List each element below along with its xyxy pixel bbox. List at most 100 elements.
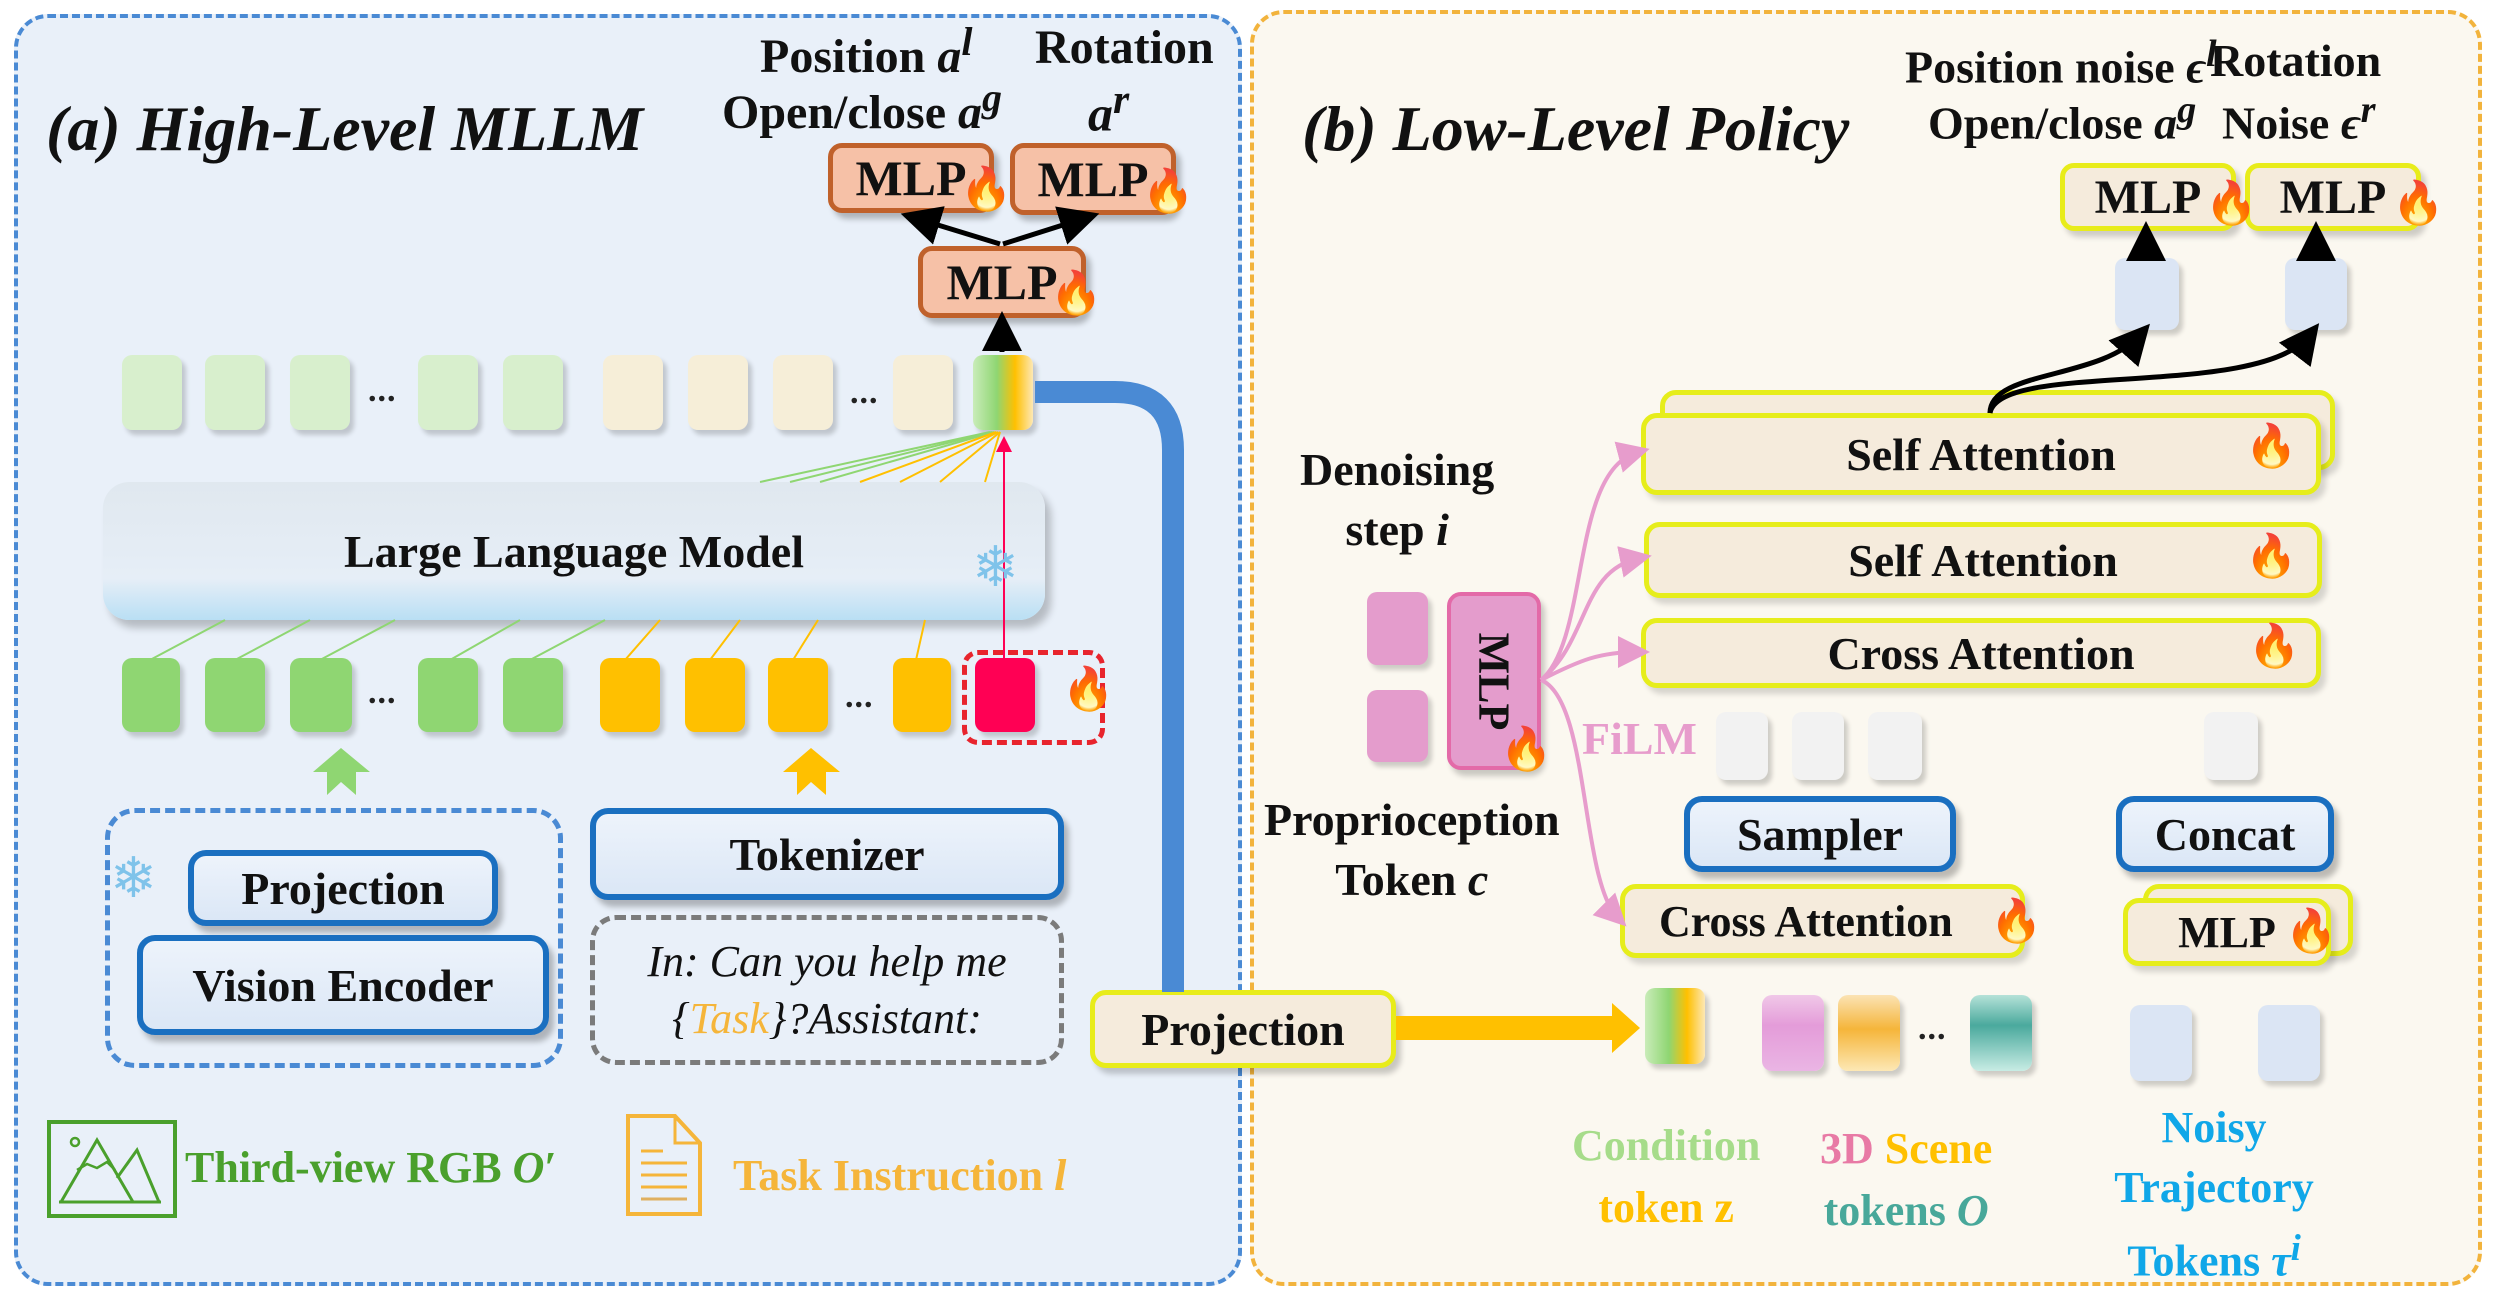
fire-icon: 🔥	[960, 164, 1013, 213]
sampler-block: Sampler	[1684, 796, 1956, 872]
mlp-label: MLP	[855, 150, 967, 206]
mlp-label: MLP	[946, 254, 1058, 310]
denoising-step-token	[1367, 592, 1428, 665]
tokenizer-block: Tokenizer	[590, 808, 1064, 900]
input-vision-token	[122, 658, 180, 732]
output-vision-token	[205, 355, 265, 430]
output-text-token	[603, 355, 663, 430]
vision-projection-block: Projection	[188, 850, 498, 926]
block-label: Self Attention	[1848, 534, 2118, 586]
tokenizer-label: Tokenizer	[729, 828, 925, 880]
self-attention-block-1: Self Attention	[1641, 413, 2321, 495]
prompt-line-1: In: Can you help me	[647, 936, 1007, 986]
position-label-a: Position al	[760, 19, 973, 83]
block-label: Self Attention	[1846, 428, 2116, 480]
mlp-label: MLP	[1037, 151, 1149, 207]
projection-label: Projection	[241, 862, 445, 914]
panel-a-title: (a) High-Level MLLM	[46, 93, 644, 164]
input-vision-token	[503, 658, 563, 732]
output-action-token	[973, 355, 1033, 430]
vision-encoder-block: Vision Encoder	[137, 935, 549, 1035]
conditioning-mlp: MLP	[1447, 592, 1541, 770]
scene-tokens-legend: 3D Scene tokens O	[1820, 1124, 1993, 1235]
fire-icon: 🔥	[2392, 178, 2445, 227]
rotation-symbol-a: ar	[1088, 77, 1130, 142]
noisy-trajectory-token	[2258, 1005, 2320, 1081]
vision-encoder-label: Vision Encoder	[192, 959, 494, 1011]
denoising-step-label: Denoising step i	[1300, 444, 1495, 555]
mlp-position-noise-head: MLP	[2060, 163, 2236, 231]
bridge-projection-block: Projection	[1090, 990, 1396, 1068]
fire-icon: 🔥	[1142, 166, 1195, 215]
scene-token	[1970, 995, 2032, 1071]
task-placeholder: Task	[689, 994, 769, 1043]
output-vision-token	[290, 355, 350, 430]
position-noise-label: Position noise ϵl	[1905, 33, 2217, 93]
document-icon	[625, 1113, 703, 1217]
ellipsis: ...	[850, 374, 879, 411]
concat-block: Concat	[2116, 796, 2334, 872]
mlp-label: MLP	[2094, 170, 2202, 224]
input-vision-token	[205, 658, 265, 732]
condition-token-legend: Condition token z	[1572, 1121, 1761, 1232]
cross-attention-block-2: Cross Attention	[1620, 884, 2025, 958]
input-vision-token	[290, 658, 352, 732]
panel-b-title: (b) Low-Level Policy	[1302, 93, 1850, 164]
prompt-line-2: {Task}?Assistant:	[672, 994, 982, 1043]
noisy-trajectory-legend: Noisy Trajectory Tokens τi	[2114, 1103, 2314, 1286]
mlp-label: MLP	[2178, 907, 2276, 957]
sampled-token	[1716, 712, 1768, 780]
cross-attention-block-1: Cross Attention	[1641, 618, 2321, 688]
image-icon	[47, 1120, 177, 1218]
output-token	[2285, 258, 2347, 330]
scene-token	[1762, 995, 1824, 1071]
input-vision-token	[418, 658, 478, 732]
llm-label: Large Language Model	[344, 525, 804, 577]
fire-icon: 🔥	[1050, 268, 1103, 317]
noisy-trajectory-token	[2130, 1005, 2192, 1081]
prompt-template-box: In: Can you help me {Task}?Assistant:	[590, 915, 1064, 1065]
mlp-label: MLP	[1469, 632, 1519, 730]
sampled-token	[1792, 712, 1844, 780]
output-text-token	[688, 355, 748, 430]
film-label: FiLM	[1582, 713, 1697, 764]
condition-token	[1645, 988, 1705, 1064]
rgb-observation-legend: Third-view RGB O′	[185, 1143, 557, 1192]
proprioception-token-label: Proprioception Token c	[1264, 794, 1560, 905]
projection-label: Projection	[1141, 1003, 1345, 1055]
fire-icon: 🔥	[2248, 621, 2301, 670]
ellipsis: ...	[845, 678, 874, 715]
output-token	[2115, 258, 2179, 330]
openclose-label-a: Open/close ag	[722, 75, 1002, 139]
concat-token	[2204, 712, 2258, 780]
fire-icon: 🔥	[2205, 178, 2258, 227]
concat-label: Concat	[2154, 808, 2296, 860]
ellipsis: ...	[368, 674, 397, 711]
task-instruction-legend: Task Instruction l	[733, 1151, 1067, 1200]
fire-icon: 🔥	[2245, 531, 2298, 580]
large-language-model-block: Large Language Model	[103, 482, 1045, 620]
block-label: Cross Attention	[1827, 627, 2135, 679]
sampled-token	[1868, 712, 1922, 780]
fire-icon: 🔥	[2245, 421, 2298, 470]
mlp-label: MLP	[2279, 170, 2387, 224]
input-text-token	[893, 658, 951, 732]
ellipsis: ...	[1918, 1010, 1947, 1047]
self-attention-block-2: Self Attention	[1644, 522, 2322, 598]
fire-icon: 🔥	[1990, 896, 2043, 945]
action-query-token	[975, 658, 1035, 732]
mlp-position-head: MLP	[828, 143, 994, 213]
rotation-noise-label: Noise ϵr	[2222, 89, 2376, 149]
output-text-token	[773, 355, 833, 430]
openclose-label-b: Open/close ag	[1928, 89, 2197, 149]
output-vision-token	[418, 355, 478, 430]
sampler-label: Sampler	[1736, 808, 1904, 860]
scene-token	[1838, 995, 1900, 1071]
proprioception-token	[1367, 690, 1428, 762]
ellipsis: ...	[368, 372, 397, 409]
trajectory-mlp: MLP	[2123, 898, 2331, 966]
block-label: Cross Attention	[1659, 896, 1953, 946]
output-vision-token	[503, 355, 563, 430]
vision-module-group	[105, 808, 563, 1068]
snowflake-icon: ❄	[110, 848, 157, 910]
